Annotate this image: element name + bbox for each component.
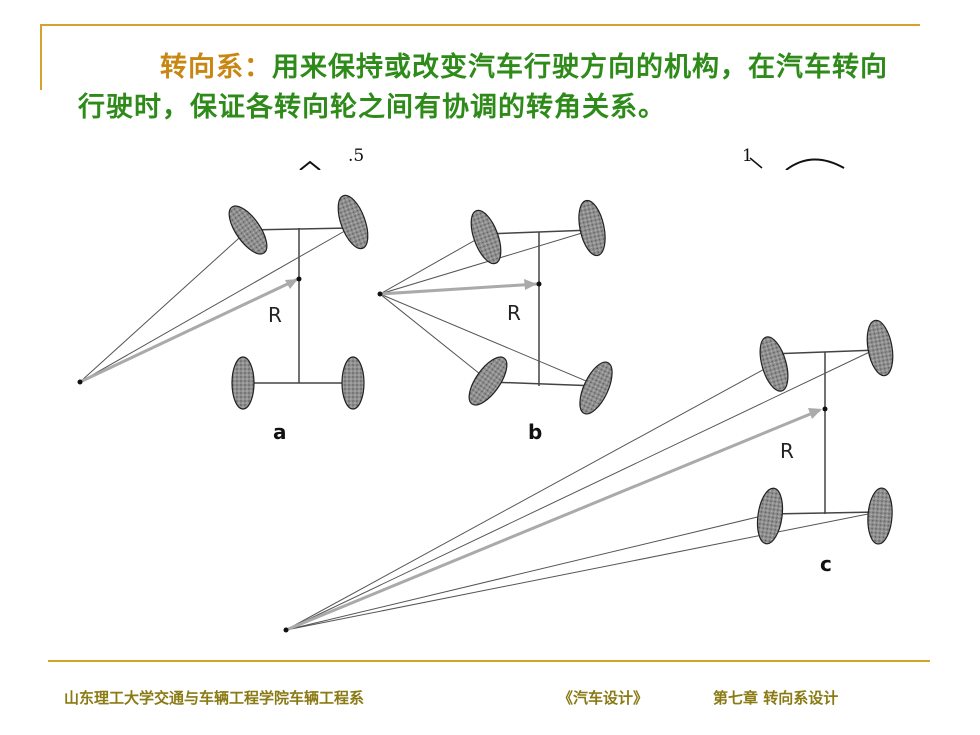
panel-b-ray bbox=[379, 293, 599, 387]
panel-a-ray bbox=[79, 229, 249, 383]
panel-c-label: c bbox=[820, 552, 832, 576]
panel-b-ray bbox=[379, 233, 487, 295]
footer-course: 《汽车设计》 bbox=[558, 689, 649, 707]
panel-c-front-axle bbox=[769, 349, 879, 355]
panel-b-wheel bbox=[578, 199, 606, 257]
panel-c-turn-center bbox=[283, 627, 289, 633]
panel-c-radius-label: R bbox=[780, 439, 794, 463]
panel-a-center-dot bbox=[296, 276, 302, 282]
panel-c: R c bbox=[283, 319, 894, 633]
panel-a-label: a bbox=[273, 420, 287, 444]
panel-c-ray bbox=[285, 511, 879, 631]
panel-b-radius-arrow bbox=[379, 282, 538, 296]
top-divider bbox=[40, 24, 920, 26]
panel-c-ray bbox=[285, 513, 771, 631]
panel-c-wheel bbox=[759, 336, 789, 392]
slide-body-text: 转向系：用来保持或改变汽车行驶方向的机构，在汽车转向行驶时，保证各转向轮之间有协… bbox=[78, 48, 898, 128]
left-divider bbox=[40, 24, 42, 90]
panel-a-wheel bbox=[341, 356, 365, 410]
panel-a-wheel bbox=[231, 356, 255, 410]
panel-c-radius-arrow bbox=[285, 408, 821, 632]
scrap-left-arc bbox=[299, 160, 321, 171]
panel-a-wheel bbox=[228, 205, 268, 255]
panel-a-radius-arrow bbox=[79, 277, 299, 384]
panel-a-radius-label: R bbox=[268, 303, 282, 327]
panel-c-ray bbox=[285, 347, 879, 631]
panel-c-ray bbox=[285, 365, 771, 631]
bottom-divider bbox=[48, 660, 930, 662]
panel-b-rear-axle bbox=[489, 381, 599, 387]
panel-b-ray bbox=[379, 293, 491, 383]
panel-b-center-dot bbox=[536, 281, 542, 287]
panel-b-turn-center bbox=[377, 291, 383, 297]
panel-c-rear-axle bbox=[769, 511, 879, 515]
scrap-label-5: .5 bbox=[348, 146, 365, 166]
panel-b-label: b bbox=[528, 420, 542, 444]
panel-a-ray bbox=[79, 227, 351, 383]
panel-c-arrowhead bbox=[808, 408, 822, 419]
panel-b-wheel bbox=[470, 209, 502, 265]
panel-a-wheel bbox=[337, 194, 369, 250]
term-colon: ： bbox=[244, 52, 272, 83]
footer-chapter: 第七章 转向系设计 bbox=[713, 689, 839, 707]
footer-school: 山东理工大学交通与车辆工程学院车辆工程系 bbox=[64, 689, 365, 707]
panel-c-center-dot bbox=[822, 406, 828, 412]
panel-b-arrowhead bbox=[524, 279, 537, 290]
panel-b-ray bbox=[379, 229, 593, 295]
panel-c-wheel bbox=[867, 487, 893, 545]
slide-definition: 用来保持或改变汽车行驶方向的机构，在汽车转向行驶时，保证各转向轮之间有协调的转角… bbox=[78, 52, 888, 123]
panel-b-wheel bbox=[468, 356, 508, 406]
slide-term: 转向系 bbox=[160, 52, 244, 83]
panel-c-wheel bbox=[866, 319, 894, 377]
panel-a-arrowhead bbox=[285, 279, 298, 289]
panel-a-turn-center bbox=[77, 379, 83, 385]
panel-c-wheel bbox=[756, 487, 784, 545]
figure-scrap-left: .5 bbox=[284, 146, 394, 171]
figure-scrap-right: 1 bbox=[720, 146, 890, 171]
panel-b-wheel bbox=[579, 361, 613, 415]
panel-a: R a bbox=[77, 194, 369, 444]
scrap-right-arc bbox=[749, 157, 845, 171]
panel-b-radius-label: R bbox=[507, 301, 521, 325]
scrap-label-1: 1 bbox=[742, 146, 753, 166]
panel-b: R b bbox=[377, 199, 613, 444]
